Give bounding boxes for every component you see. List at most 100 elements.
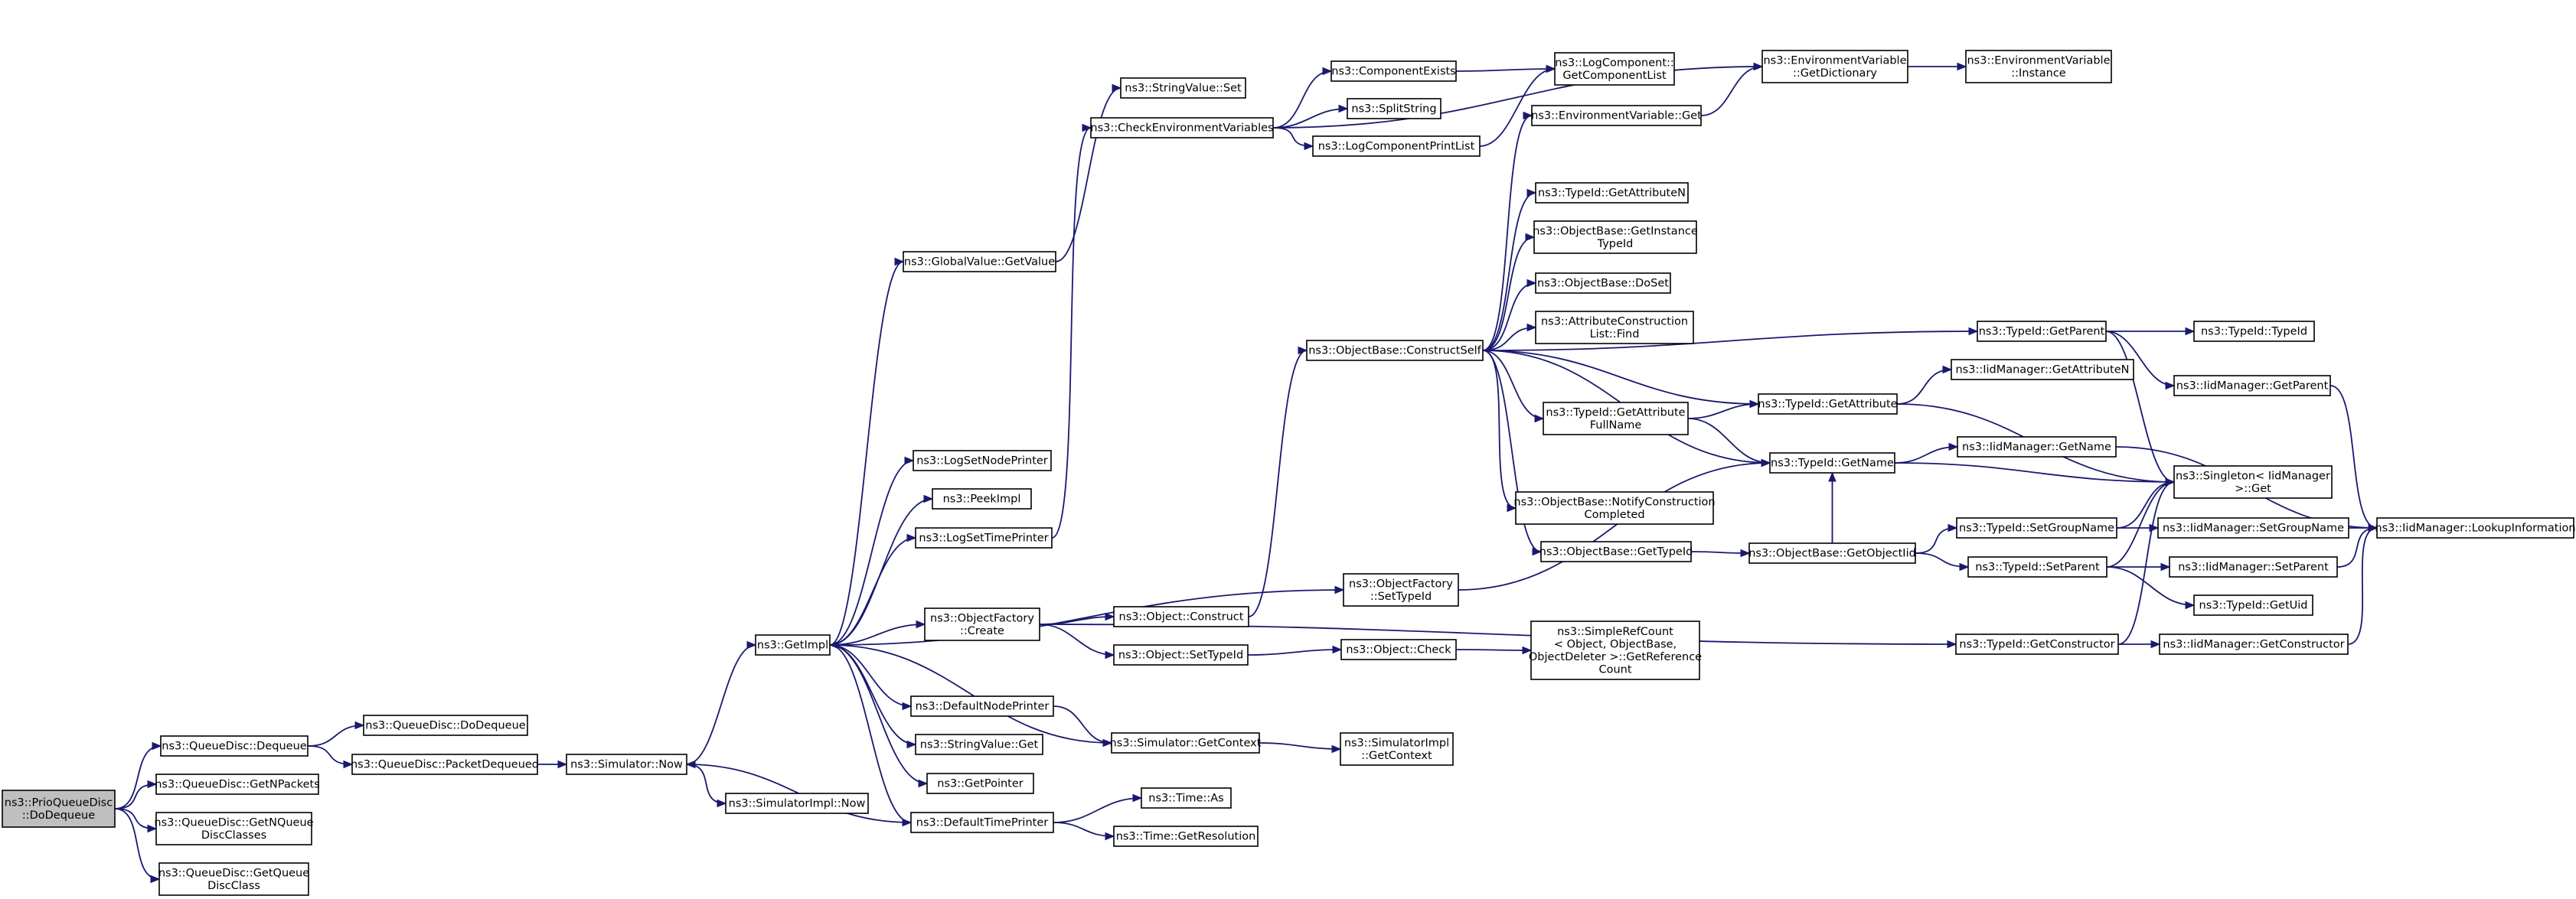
function-node-ob-getobjtid[interactable]: ns3::ObjectBase::GetObjectIid <box>1748 542 1916 564</box>
function-node-ob-construct[interactable]: ns3::ObjectBase::ConstructSelf <box>1306 340 1484 361</box>
function-node-logcomp-print[interactable]: ns3::LogComponentPrintList <box>1312 135 1481 157</box>
call-edge-arrowhead <box>2165 381 2176 390</box>
call-edge <box>1055 87 1121 262</box>
function-node-box <box>155 774 319 795</box>
call-edge <box>1687 403 1759 419</box>
call-edge-arrowhead <box>354 721 365 730</box>
function-node-label: ns3::TypeId::GetParent <box>1979 326 2105 338</box>
function-node-obj-settypeid[interactable]: ns3::Object::SetTypeId <box>1113 644 1249 666</box>
function-node-label: ns3::SimulatorImpl <box>1344 737 1449 749</box>
call-edge-arrowhead <box>894 257 905 266</box>
function-node-tid-setparent[interactable]: ns3::TypeId::SetParent <box>1967 556 2107 578</box>
function-node-box <box>160 735 309 757</box>
function-node-sv-set[interactable]: ns3::StringValue::Set <box>1120 77 1246 99</box>
function-node-box <box>1340 732 1454 766</box>
function-node-peekimpl[interactable]: ns3::PeekImpl <box>932 488 1032 510</box>
call-edge-arrowhead <box>1112 83 1122 93</box>
function-node-envvar-get[interactable]: ns3::EnvironmentVariable::Get <box>1531 105 1702 126</box>
function-node-box <box>363 715 528 736</box>
function-node-srefcount[interactable]: ns3::SimpleRefCount< Object, ObjectBase,… <box>1529 621 1702 680</box>
function-node-simimpl-now[interactable]: ns3::SimulatorImpl::Now <box>725 793 869 814</box>
function-node-simimpl-getctx[interactable]: ns3::SimulatorImpl::GetContext <box>1340 732 1454 766</box>
function-node-label: ns3::TypeId::GetAttribute <box>1758 399 1897 411</box>
function-node-tid-getparent[interactable]: ns3::TypeId::GetParent <box>1977 321 2107 342</box>
function-node-label: ns3::IidManager::SetGroupName <box>2163 523 2344 535</box>
function-node-box <box>1956 517 2117 539</box>
function-node-default-time[interactable]: ns3::DefaultTimePrinter <box>910 812 1054 833</box>
function-node-getpointer[interactable]: ns3::GetPointer <box>926 773 1034 794</box>
function-node-tid-getattr[interactable]: ns3::TypeId::GetAttribute <box>1758 393 1898 415</box>
function-node-sv-get[interactable]: ns3::StringValue::Get <box>915 734 1043 755</box>
function-node-tid-getname[interactable]: ns3::TypeId::GetName <box>1769 452 1895 474</box>
function-node-time-getres[interactable]: ns3::Time::GetResolution <box>1113 826 1259 847</box>
call-edge <box>829 460 914 646</box>
function-node-comp-exists[interactable]: ns3::ComponentExists <box>1330 60 1457 82</box>
function-node-qd-getnpackets[interactable]: ns3::QueueDisc::GetNPackets <box>155 774 320 795</box>
function-node-ob-gettypeid[interactable]: ns3::ObjectBase::GetTypeId <box>1539 541 1693 562</box>
function-node-label: ns3::Simulator::Now <box>570 759 683 771</box>
function-node-label: ::Instance <box>2011 67 2066 80</box>
function-node-objfac-settypeid[interactable]: ns3::ObjectFactory::SetTypeId <box>1343 573 1459 607</box>
function-node-label: ns3::StringValue::Get <box>920 739 1039 751</box>
function-node-label: List::Find <box>1590 328 1640 340</box>
function-node-sim-now[interactable]: ns3::Simulator::Now <box>566 754 687 775</box>
function-node-label: ns3::ObjectFactory <box>1349 578 1453 590</box>
function-node-obj-construct[interactable]: ns3::Object::Construct <box>1113 606 1249 627</box>
function-node-label: ns3::CheckEnvironmentVariables <box>1090 122 1273 135</box>
function-node-label: ns3::IidManager::SetParent <box>2178 562 2329 574</box>
function-node-tid-setgroup[interactable]: ns3::TypeId::SetGroupName <box>1956 517 2117 539</box>
function-node-label: ns3::TypeId::TypeId <box>2201 326 2307 338</box>
call-edge <box>1915 527 1957 554</box>
function-node-iid-getname[interactable]: ns3::IidManager::GetName <box>1957 436 2117 458</box>
function-node-tid-getctor[interactable]: ns3::TypeId::GetConstructor <box>1955 634 2119 655</box>
function-node-iid-lookup[interactable]: ns3::IidManager::LookupInformation <box>2375 517 2576 539</box>
function-node-log-node[interactable]: ns3::LogSetNodePrinter <box>913 450 1052 471</box>
function-node-iid-getparent[interactable]: ns3::IidManager::GetParent <box>2173 375 2331 396</box>
call-edge-arrowhead <box>1740 549 1751 558</box>
function-node-iid-setparent[interactable]: ns3::IidManager::SetParent <box>2169 556 2338 578</box>
function-node-check-env[interactable]: ns3::CheckEnvironmentVariables <box>1090 117 1274 138</box>
function-node-label: ns3::GlobalValue::GetValue <box>904 256 1055 269</box>
function-node-qd-dequeue[interactable]: ns3::QueueDisc::Dequeue <box>160 735 309 757</box>
function-node-label: ns3::AttributeConstruction <box>1541 315 1688 327</box>
function-node-gv-getvalue[interactable]: ns3::GlobalValue::GetValue <box>903 251 1056 272</box>
function-node-objfac-create[interactable]: ns3::ObjectFactory::Create <box>924 607 1040 641</box>
function-node-ob-doset[interactable]: ns3::ObjectBase::DoSet <box>1535 272 1671 294</box>
function-node-getimpl[interactable]: ns3::GetImpl <box>755 634 831 656</box>
function-node-box <box>926 773 1034 794</box>
function-node-singleton[interactable]: ns3::Singleton< IidManager>::Get <box>2173 465 2333 499</box>
function-node-prio[interactable]: ns3::PrioQueueDisc::DoDequeue <box>2 790 116 828</box>
function-node-box <box>910 812 1054 833</box>
function-node-obj-check[interactable]: ns3::Object::Check <box>1340 639 1457 660</box>
function-node-label: ns3::IidManager::GetParent <box>2176 380 2329 392</box>
function-node-tid-getuid[interactable]: ns3::TypeId::GetUid <box>2193 594 2313 616</box>
function-node-label: ::GetContext <box>1361 750 1432 762</box>
function-node-iid-getattrn[interactable]: ns3::IidManager::GetAttributeN <box>1951 359 2134 380</box>
function-node-default-node[interactable]: ns3::DefaultNodePrinter <box>910 695 1054 717</box>
function-node-box <box>1113 606 1249 627</box>
call-edge <box>1053 822 1115 837</box>
function-node-envvar-getdict[interactable]: ns3::EnvironmentVariable::GetDictionary <box>1761 50 1908 83</box>
function-node-ob-notify[interactable]: ns3::ObjectBase::NotifyConstructionCompl… <box>1513 491 1716 525</box>
function-node-box <box>1113 826 1259 847</box>
function-node-split[interactable]: ns3::SplitString <box>1347 98 1441 119</box>
function-node-iid-setgroup[interactable]: ns3::IidManager::SetGroupName <box>2157 517 2349 539</box>
function-node-envvar-instance[interactable]: ns3::EnvironmentVariable::Instance <box>1965 50 2112 83</box>
function-node-tid-getattrn[interactable]: ns3::TypeId::GetAttributeN <box>1535 182 1689 204</box>
function-node-box <box>725 793 869 814</box>
function-node-logcomp-getlist[interactable]: ns3::LogComponent::GetComponentList <box>1554 52 1675 86</box>
call-edge <box>114 808 157 829</box>
function-node-time-as[interactable]: ns3::Time::As <box>1141 787 1232 809</box>
call-edge-arrowhead <box>1761 458 1771 467</box>
function-node-qd-pktdeq[interactable]: ns3::QueueDisc::PacketDequeued <box>351 754 539 775</box>
function-node-tid-typeid[interactable]: ns3::TypeId::TypeId <box>2193 321 2315 342</box>
function-node-qd-dodequeue[interactable]: ns3::QueueDisc::DoDequeue <box>363 715 528 736</box>
function-node-sim-getctx[interactable]: ns3::Simulator::GetContext <box>1110 732 1262 754</box>
function-node-log-time[interactable]: ns3::LogSetTimePrinter <box>915 527 1053 549</box>
function-node-iid-getctor[interactable]: ns3::IidManager::GetConstructor <box>2159 634 2349 655</box>
